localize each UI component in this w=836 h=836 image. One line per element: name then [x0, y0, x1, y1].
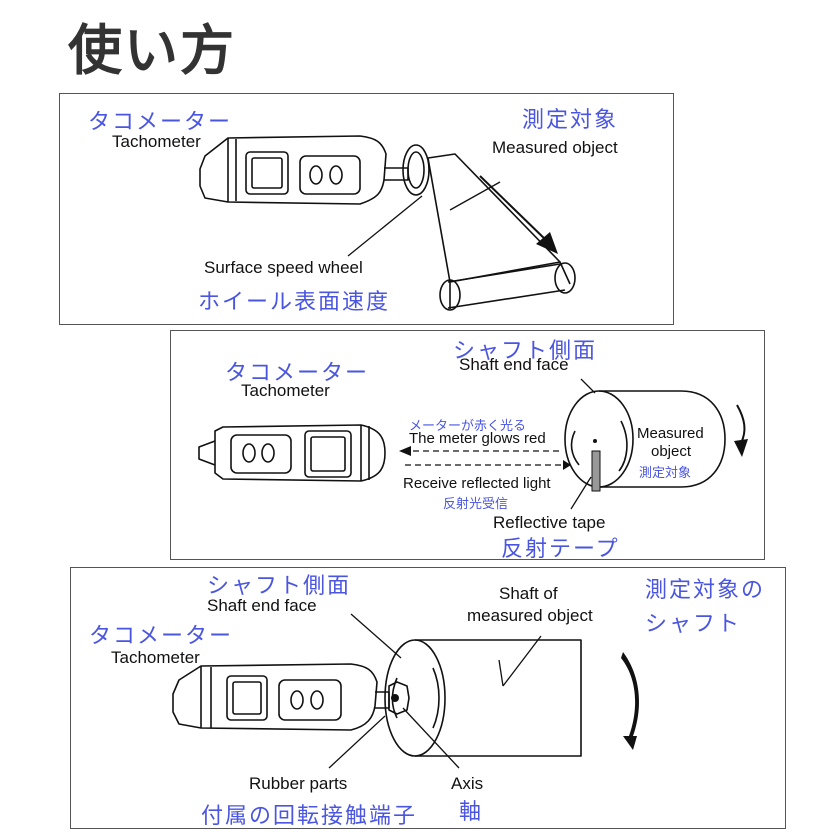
contact-panel: シャフト側面 Shaft end face タコメーター Tachometer …: [70, 567, 786, 829]
wheel-label-jp: ホイール表面速度: [198, 290, 391, 315]
measured-object-label-jp: 測定対象: [639, 466, 692, 481]
rubber-parts-label-jp: 付属の回転接触端子: [201, 804, 418, 829]
optical-panel: シャフト側面 Shaft end face タコメーター Tachometer …: [170, 330, 765, 562]
tachometer-label-en: Tachometer: [111, 648, 200, 667]
measured-object-label-en-2: object: [651, 443, 692, 460]
surface-speed-panel: タコメーター Tachometer 測定対象 Measured object S…: [59, 93, 674, 325]
measured-object-label-en-1: Measured: [637, 425, 704, 442]
reflective-tape-label-jp: 反射テープ: [501, 537, 620, 562]
optical-illustration: [198, 378, 748, 510]
axis-label-jp: 軸: [459, 800, 484, 825]
shaft-label-en-1: Shaft of: [499, 584, 558, 603]
tachometer-device: [172, 663, 378, 731]
rubber-contact-tip: [388, 681, 410, 715]
rubber-parts-label-en: Rubber parts: [249, 774, 348, 793]
reflective-tape-label-en: Reflective tape: [493, 513, 606, 532]
rotation-arrow-icon: [621, 652, 639, 750]
surface-speed-wheel: [402, 144, 430, 196]
tachometer-device: [214, 424, 386, 482]
shaft-label-jp-2: シャフト: [645, 612, 742, 637]
surface-speed-illustration: [199, 135, 576, 311]
tachometer-label-jp: タコメーター: [88, 110, 233, 135]
wheel-label-en: Surface speed wheel: [204, 258, 363, 277]
tachometer-buttons: [299, 155, 361, 195]
tachometer-display: [304, 430, 352, 478]
shaft-face-label-jp: シャフト側面: [453, 339, 598, 364]
tachometer-buttons: [278, 679, 342, 721]
tachometer-label-jp: タコメーター: [225, 361, 370, 386]
tachometer-label-jp: タコメーター: [89, 624, 234, 649]
tachometer-display: [245, 151, 289, 195]
shaft-label-jp-1: 測定対象の: [645, 578, 766, 603]
measured-object-label-en: Measured object: [492, 138, 618, 157]
shaft-face-label-jp: シャフト側面: [207, 574, 352, 599]
shaft-face-label-en: Shaft end face: [207, 596, 317, 615]
page-title: 使い方: [68, 19, 236, 82]
measured-object-label-jp: 測定対象: [522, 108, 619, 133]
glow-label-en: The meter glows red: [409, 430, 546, 447]
tachometer-display: [226, 675, 268, 721]
contact-illustration: [172, 613, 639, 769]
tachometer-label-en: Tachometer: [241, 381, 330, 400]
shaft-face-label-en: Shaft end face: [459, 355, 569, 374]
receive-label-en: Receive reflected light: [403, 475, 551, 492]
reflective-tape: [591, 450, 601, 492]
shaft-label-en-2: measured object: [467, 606, 593, 625]
tachometer-label-en: Tachometer: [112, 132, 201, 151]
tachometer-buttons: [230, 434, 292, 474]
tachometer-device: [199, 135, 387, 205]
measured-belt: [427, 153, 561, 283]
glow-label-jp: メーターが赤く光る: [409, 419, 527, 434]
axis-label-en: Axis: [451, 774, 484, 793]
receive-label-jp: 反射光受信: [443, 497, 509, 512]
